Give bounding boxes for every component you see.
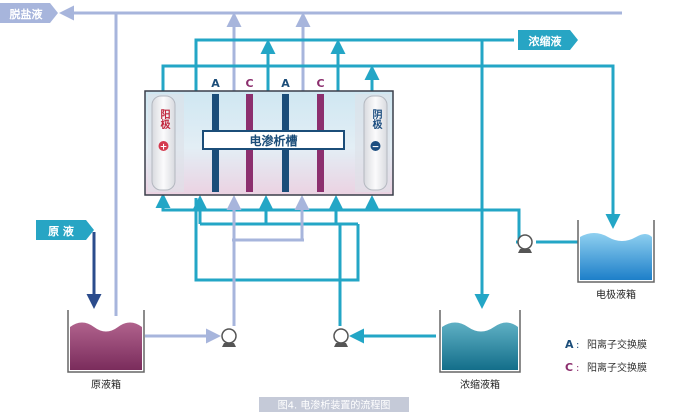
cell-title-box [202, 130, 345, 150]
cathode-sign: − [372, 143, 380, 153]
concentrate-tank: 浓缩液箱 [439, 310, 521, 391]
legend-a-colon: : [576, 340, 579, 351]
anode-sign: + [160, 143, 168, 153]
membrane-label-a-1: A [211, 77, 220, 90]
caption-bg [259, 397, 409, 412]
membrane-label-a-2: A [281, 77, 290, 90]
raw-tank: 原液箱 [67, 310, 145, 391]
ed-cell: 阳极 + 阴极 − A C A C 电渗析槽 [144, 77, 394, 196]
tag-raw-label: 原 液 [48, 224, 75, 238]
raw-tank-label: 原液箱 [91, 378, 121, 391]
pump-icon-raw [221, 328, 237, 347]
legend-a-key: A [565, 338, 574, 351]
electrode-tank: 电极液箱 [577, 220, 655, 301]
minus-icon [370, 141, 381, 151]
caption-text: 图4. 电渗析装置的流程图 [278, 399, 391, 412]
electrode-outlet-pipe [161, 64, 621, 229]
tag-desalted: 脱盐液 [0, 3, 58, 23]
pumps [221, 234, 533, 347]
membrane-label-c-1: C [245, 77, 253, 90]
legend-c-text: 阳离子交换膜 [587, 361, 647, 374]
membrane-label-c-2: C [316, 77, 324, 90]
pump-icon-concentrate [333, 328, 349, 347]
plus-icon [158, 141, 169, 151]
concentrate-header [194, 38, 514, 92]
legend-a-text: 阳离子交换膜 [587, 338, 647, 351]
cell-title: 电渗析槽 [249, 133, 297, 148]
concentrate-loop [194, 198, 360, 282]
cathode-label: 阴极 [370, 109, 382, 130]
legend-c-key: C [565, 361, 573, 374]
tag-concentrate: 浓缩液 [518, 30, 578, 50]
electrode-tank-label: 电极液箱 [596, 288, 636, 301]
tag-desalted-label: 脱盐液 [10, 7, 44, 21]
caption: 图4. 电渗析装置的流程图 [259, 397, 409, 412]
legend-c-colon: : [576, 363, 579, 374]
tag-raw: 原 液 [36, 220, 94, 240]
concentrate-tank-label: 浓缩液箱 [460, 378, 500, 391]
header-pipes [59, 5, 622, 316]
pump-icon-electrode [517, 234, 533, 253]
tag-concentrate-label: 浓缩液 [529, 34, 563, 48]
legend: A : 阳离子交换膜 C : 阳离子交换膜 [565, 338, 647, 374]
anode-label-1: 阳极 [158, 109, 170, 130]
